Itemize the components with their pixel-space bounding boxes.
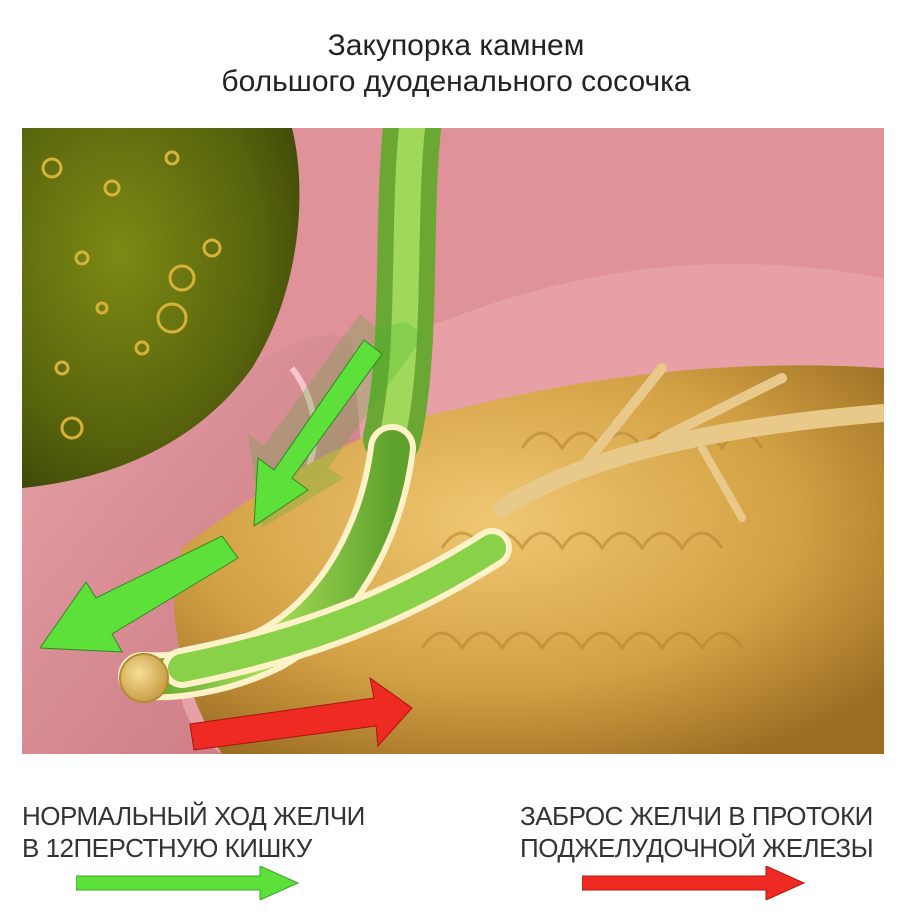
bile-reflux-duct bbox=[168, 534, 506, 682]
legend-reflux-line-1: ЗАБРОС ЖЕЛЧИ В ПРОТОКИ bbox=[520, 801, 873, 831]
title-line-1: Закупорка камнем bbox=[327, 29, 585, 62]
legend-normal-line-1: НОРМАЛЬНЫЙ ХОД ЖЕЛЧИ bbox=[22, 801, 365, 831]
pancreatic-duct bbox=[493, 363, 884, 522]
anatomy-illustration bbox=[22, 128, 884, 754]
legend-reflux-line-2: ПОДЖЕЛУДОЧНОЙ ЖЕЛЕЗЫ bbox=[520, 833, 874, 863]
title-line-2: большого дуоденального сосочка bbox=[221, 65, 691, 98]
gallstones bbox=[41, 150, 222, 440]
legend-red-arrow bbox=[582, 866, 806, 900]
legend-normal-line-2: В 12ПЕРСТНУЮ КИШКУ bbox=[22, 833, 312, 863]
normal-flow-arrows bbox=[39, 314, 424, 653]
reflux-arrow bbox=[189, 676, 413, 751]
legend-green-arrow bbox=[76, 866, 300, 900]
papilla-stone bbox=[119, 653, 169, 703]
